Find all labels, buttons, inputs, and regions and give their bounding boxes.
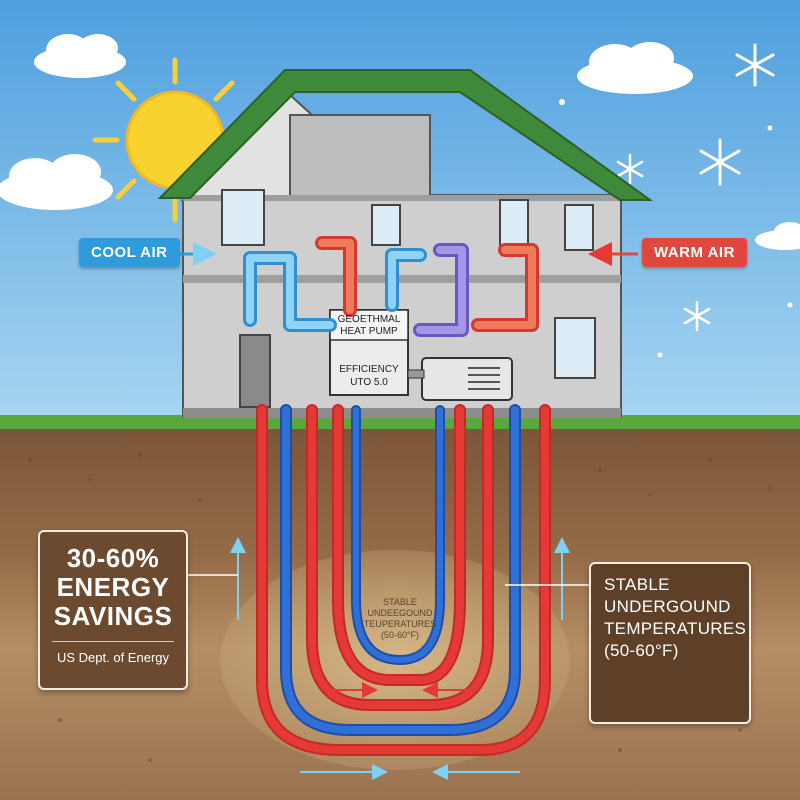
warm-air-label: WARM AIR — [642, 238, 747, 267]
inner-label-1: STABLE — [383, 597, 417, 607]
heat-pump-label-1: GEOETHMAL — [338, 314, 401, 325]
cloud-icon — [0, 154, 113, 210]
temps-line-2: UNDERGOUND — [604, 597, 731, 616]
window — [221, 189, 265, 246]
inner-temperature-label: STABLE UNDEEGOUND TEUPERATURES (50-60°F) — [364, 597, 436, 640]
energy-savings-card: 30-60% ENERGY SAVINGS US Dept. of Energy — [38, 530, 188, 690]
snowflake-icon — [735, 43, 775, 87]
inner-label-3: TEUPERATURES — [364, 619, 436, 629]
heat-pump-label-2: HEAT PUMP — [340, 326, 398, 337]
savings-word: SAVINGS — [53, 601, 173, 631]
outdoor-unit — [421, 357, 513, 401]
cloud-icon — [34, 34, 126, 78]
window — [564, 204, 594, 251]
door — [239, 334, 271, 408]
snowflake-icon — [683, 300, 711, 332]
inner-label-4: (50-60°F) — [381, 630, 419, 640]
temps-line-4: (50-60°F) — [604, 641, 679, 660]
snowflake-icon — [699, 138, 741, 186]
window — [499, 199, 529, 246]
window — [554, 317, 596, 379]
vent-grille-icon — [468, 367, 500, 390]
savings-source: US Dept. of Energy — [57, 650, 169, 665]
cloud-icon — [577, 42, 693, 94]
inner-label-2: UNDEEGOUND — [367, 608, 433, 618]
underground-temperature-card: STABLE UNDERGOUND TEMPERATURES (50-60°F) — [589, 562, 751, 724]
indoor-ducts — [243, 236, 539, 337]
cloud-icon — [755, 222, 800, 250]
temps-line-3: TEMPERATURES — [604, 619, 747, 638]
window — [371, 204, 401, 246]
soil-texture — [28, 452, 772, 762]
ground-loop — [256, 404, 551, 756]
card-divider — [52, 641, 174, 642]
savings-energy: ENERGY — [56, 572, 170, 602]
efficiency-label-2: UTO 5.0 — [350, 377, 388, 388]
roof — [157, 69, 654, 201]
flow-arrows — [230, 537, 570, 780]
savings-percent: 30-60% — [66, 543, 160, 573]
grass-strip — [0, 415, 800, 429]
cool-air-label: COOL AIR — [79, 238, 180, 267]
heat-pump-unit — [329, 309, 513, 401]
snowflake-icon — [616, 153, 644, 185]
temps-line-1: STABLE — [604, 575, 670, 594]
efficiency-label-1: EFFICIENCY — [339, 364, 399, 375]
